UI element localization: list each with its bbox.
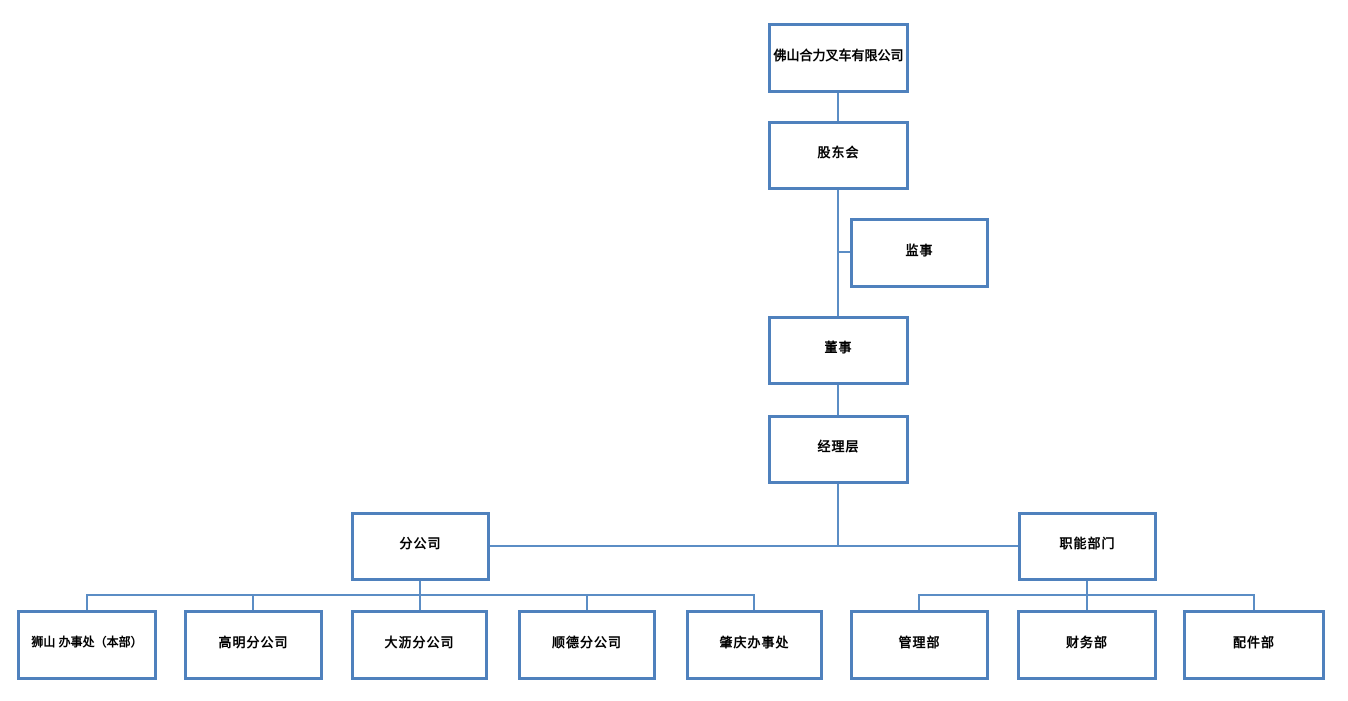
connector-stub-financedept bbox=[1086, 595, 1088, 610]
connector-company-shareholders bbox=[837, 92, 839, 122]
node-company-label: 佛山合力叉车有限公司 bbox=[773, 47, 904, 63]
node-zhaoqing-office[interactable]: 肇庆办事处 bbox=[686, 610, 823, 680]
node-dali-branch-label: 大沥分公司 bbox=[384, 634, 455, 650]
node-shishan-office-label: 狮山 办事处（本部） bbox=[31, 634, 143, 649]
connector-directors-management bbox=[837, 385, 839, 416]
node-supervisors-label: 监事 bbox=[905, 242, 934, 258]
node-gaoming-branch[interactable]: 高明分公司 bbox=[184, 610, 323, 680]
node-directors-label: 董事 bbox=[824, 340, 853, 355]
connector-supervisors-branch bbox=[838, 251, 851, 253]
node-finance-dept[interactable]: 财务部 bbox=[1017, 610, 1157, 680]
connector-stub-dali bbox=[419, 595, 421, 610]
connector-branchcompanies-drop bbox=[419, 581, 421, 595]
node-shunde-branch-label: 顺德分公司 bbox=[551, 634, 622, 650]
node-zhaoqing-office-label: 肇庆办事处 bbox=[719, 634, 790, 650]
connector-management-drop bbox=[837, 484, 839, 547]
connector-shareholders-directors bbox=[837, 190, 839, 317]
node-dali-branch[interactable]: 大沥分公司 bbox=[351, 610, 488, 680]
node-shareholders-meeting-label: 股东会 bbox=[817, 145, 860, 160]
connector-management-span bbox=[490, 545, 1018, 547]
node-supervisors[interactable]: 监事 bbox=[850, 218, 989, 288]
node-functional-departments-label: 职能部门 bbox=[1059, 536, 1116, 551]
node-management-dept-label: 管理部 bbox=[898, 634, 941, 650]
node-shishan-office[interactable]: 狮山 办事处（本部） bbox=[17, 610, 157, 680]
node-management-dept[interactable]: 管理部 bbox=[850, 610, 989, 680]
node-parts-dept[interactable]: 配件部 bbox=[1183, 610, 1325, 680]
node-functional-departments[interactable]: 职能部门 bbox=[1018, 512, 1157, 581]
connector-stub-managementdept bbox=[918, 595, 920, 610]
node-gaoming-branch-label: 高明分公司 bbox=[218, 634, 289, 650]
node-management-layer[interactable]: 经理层 bbox=[768, 415, 909, 484]
connector-functionaldepts-drop bbox=[1086, 581, 1088, 595]
node-branch-companies-label: 分公司 bbox=[399, 536, 442, 551]
node-parts-dept-label: 配件部 bbox=[1232, 634, 1275, 650]
node-branch-companies[interactable]: 分公司 bbox=[351, 512, 490, 581]
connector-stub-partsdept bbox=[1253, 595, 1255, 610]
node-finance-dept-label: 财务部 bbox=[1065, 634, 1108, 650]
connector-stub-shishan bbox=[86, 595, 88, 610]
node-company[interactable]: 佛山合力叉车有限公司 bbox=[768, 23, 909, 93]
node-shunde-branch[interactable]: 顺德分公司 bbox=[518, 610, 656, 680]
connector-stub-zhaoqing bbox=[753, 595, 755, 610]
node-shareholders-meeting[interactable]: 股东会 bbox=[768, 121, 909, 190]
connector-stub-shunde bbox=[586, 595, 588, 610]
node-directors[interactable]: 董事 bbox=[768, 316, 909, 385]
node-management-layer-label: 经理层 bbox=[817, 439, 860, 454]
connector-stub-gaoming bbox=[252, 595, 254, 610]
